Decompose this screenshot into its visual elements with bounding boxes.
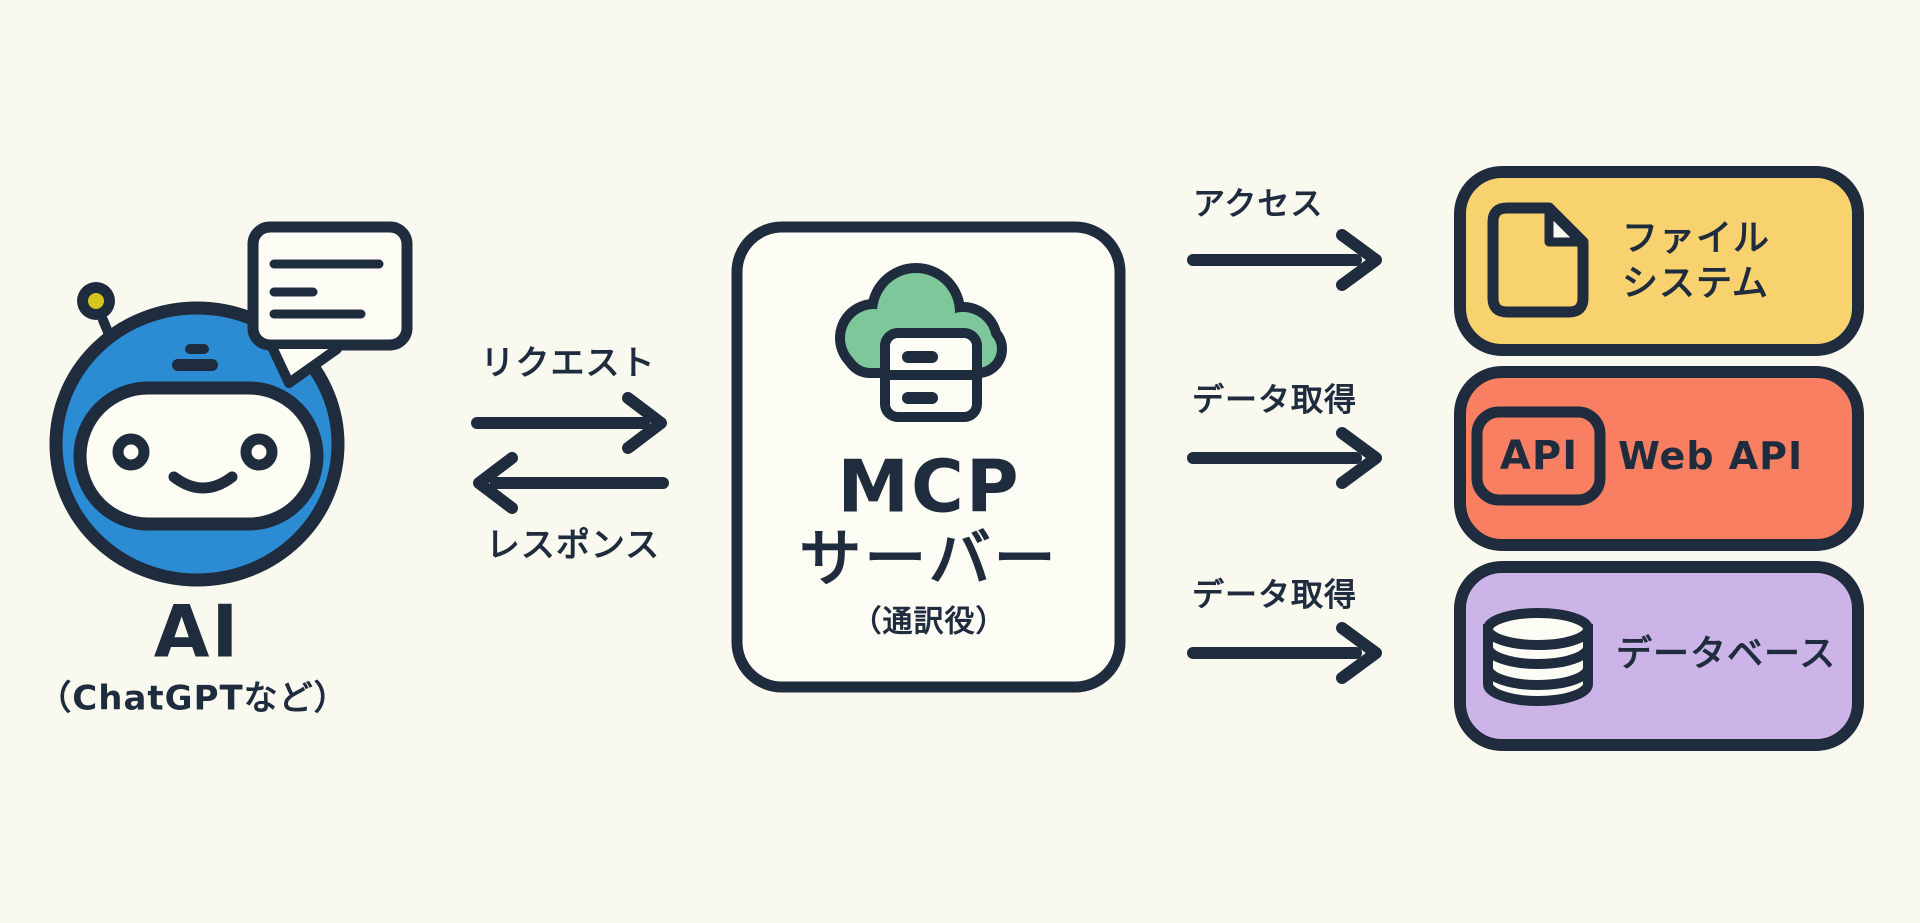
database-icon <box>1483 608 1593 706</box>
mcp-title-line2: サーバー <box>799 521 1059 595</box>
data-fetch-arrow-icon-2 <box>1187 622 1382 684</box>
response-label: レスポンス <box>485 525 661 566</box>
robot-icon <box>49 282 345 587</box>
mcp-role-label: （通訳役） <box>851 604 1007 640</box>
access-arrow-icon <box>1187 229 1382 291</box>
document-icon <box>1487 202 1589 318</box>
database-label: データベース <box>1616 633 1837 675</box>
request-label: リクエスト <box>480 343 656 384</box>
file-system-label-line1: ファイル <box>1622 218 1771 259</box>
ai-label: AI <box>153 589 241 674</box>
web-api-label: Web API <box>1618 434 1804 479</box>
ai-sublabel: （ChatGPTなど） <box>37 678 349 719</box>
antenna-light-icon <box>88 293 104 309</box>
api-badge-icon <box>1471 406 1606 506</box>
file-system-label: ファイル システム <box>1622 216 1770 306</box>
api-badge-label: API <box>1499 433 1579 479</box>
mcp-title-line1: MCP <box>837 444 1021 529</box>
data-fetch-label-2: データ取得 <box>1192 575 1358 614</box>
file-system-label-line2: システム <box>1622 263 1769 304</box>
robot-smile <box>168 471 238 494</box>
cloud-server-icon <box>835 263 1007 422</box>
mcp-server-box <box>731 221 1126 693</box>
robot-face <box>73 381 324 531</box>
speech-bubble-icon <box>247 221 413 388</box>
data-fetch-label-1: データ取得 <box>1192 380 1358 419</box>
access-label: アクセス <box>1193 184 1324 223</box>
data-fetch-arrow-icon-1 <box>1187 427 1382 489</box>
response-arrow-icon <box>473 452 669 514</box>
request-arrow-icon <box>471 392 667 454</box>
robot-eye-left <box>112 433 150 471</box>
robot-eye-right <box>240 433 278 471</box>
